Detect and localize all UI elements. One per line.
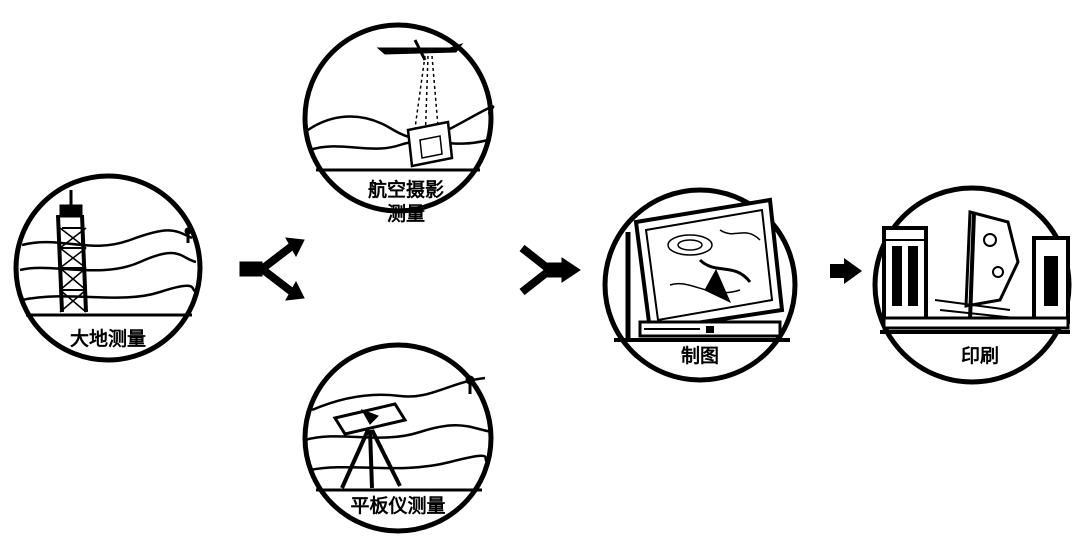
branch-merge-connector <box>519 244 581 296</box>
split-arrowhead-up <box>285 237 305 258</box>
merge-arrowhead <box>561 257 581 283</box>
tripod-icon <box>304 375 493 489</box>
arrow-to-printing <box>830 258 862 284</box>
drafting-table-icon <box>614 197 790 342</box>
plane-table-label: 平板仪测量 <box>350 494 445 517</box>
stage-plane-table: 平板仪测量 <box>302 342 494 534</box>
stage-cartography: 制图 <box>602 187 798 383</box>
stage-geodetic: 大地测量 <box>13 173 203 363</box>
split-arrowhead-down <box>285 280 305 301</box>
aerial-label-line2: 测量 <box>387 203 425 225</box>
split-arm-down <box>259 265 295 296</box>
aerial-label-line1: 航空摄影 <box>368 178 444 201</box>
printing-label: 印刷 <box>961 345 999 367</box>
airplane-photo-icon <box>307 39 495 168</box>
stage-aerial: 航空摄影 测量 <box>302 22 495 225</box>
stage-printing: 印刷 <box>872 185 1072 385</box>
arrow-shaft <box>830 264 846 278</box>
split-arm-up <box>259 242 295 273</box>
printing-press-icon <box>880 210 1070 334</box>
split-stem <box>239 261 263 277</box>
arrow-head <box>844 258 862 284</box>
cartography-label: 制图 <box>681 344 719 367</box>
merge-arm-down <box>519 266 553 296</box>
aerial-circle <box>302 22 494 214</box>
survey-tower-icon <box>19 190 197 313</box>
branch-split-connector <box>239 237 305 301</box>
merge-arm-up <box>519 244 553 274</box>
geodetic-label: 大地测量 <box>70 327 146 350</box>
plane-table-circle <box>302 342 494 534</box>
